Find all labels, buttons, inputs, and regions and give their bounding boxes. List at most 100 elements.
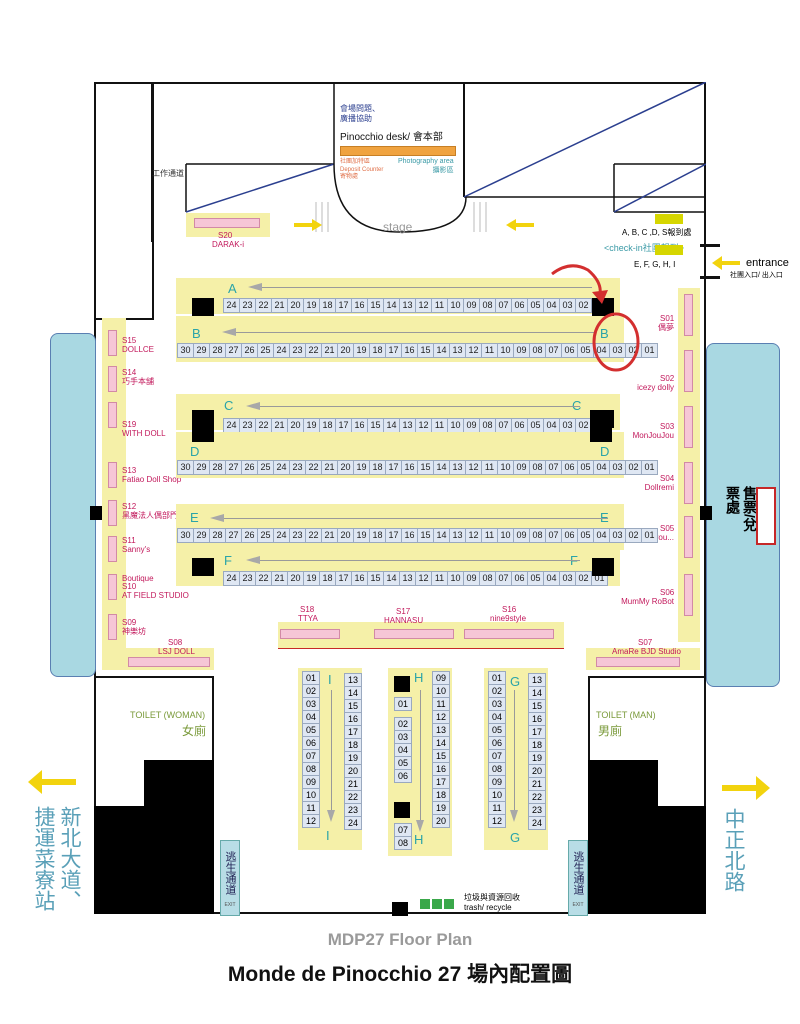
booth-F19[interactable]: 19 bbox=[303, 571, 320, 586]
booth-H04[interactable]: 04 bbox=[394, 743, 412, 757]
booth-G18[interactable]: 18 bbox=[528, 738, 546, 752]
booth-E25[interactable]: 25 bbox=[257, 528, 274, 543]
booth-D28[interactable]: 28 bbox=[209, 460, 226, 475]
booth-A15[interactable]: 15 bbox=[367, 298, 384, 313]
booth-G04[interactable]: 04 bbox=[488, 710, 506, 724]
booth-I21[interactable]: 21 bbox=[344, 777, 362, 791]
booth-D27[interactable]: 27 bbox=[225, 460, 242, 475]
booth-H18[interactable]: 18 bbox=[432, 788, 450, 802]
booth-C11[interactable]: 11 bbox=[431, 418, 448, 433]
booth-C10[interactable]: 10 bbox=[447, 418, 464, 433]
booth-D17[interactable]: 17 bbox=[385, 460, 402, 475]
booth-E12[interactable]: 12 bbox=[465, 528, 482, 543]
booth-B11[interactable]: 11 bbox=[481, 343, 498, 358]
booth-D13[interactable]: 13 bbox=[449, 460, 466, 475]
booth-B15[interactable]: 15 bbox=[417, 343, 434, 358]
booth-C13[interactable]: 13 bbox=[399, 418, 416, 433]
booth-B09[interactable]: 09 bbox=[513, 343, 530, 358]
booth-D01[interactable]: 01 bbox=[641, 460, 658, 475]
booth-D22[interactable]: 22 bbox=[305, 460, 322, 475]
booth-F20[interactable]: 20 bbox=[287, 571, 304, 586]
booth-B01[interactable]: 01 bbox=[641, 343, 658, 358]
booth-D19[interactable]: 19 bbox=[353, 460, 370, 475]
booth-F11[interactable]: 11 bbox=[431, 571, 448, 586]
booth-I03[interactable]: 03 bbox=[302, 697, 320, 711]
booth-G05[interactable]: 05 bbox=[488, 723, 506, 737]
booth-G03[interactable]: 03 bbox=[488, 697, 506, 711]
booth-F08[interactable]: 08 bbox=[479, 571, 496, 586]
booth-I14[interactable]: 14 bbox=[344, 686, 362, 700]
booth-E28[interactable]: 28 bbox=[209, 528, 226, 543]
booth-D05[interactable]: 05 bbox=[577, 460, 594, 475]
booth-F02[interactable]: 02 bbox=[575, 571, 592, 586]
booth-B23[interactable]: 23 bbox=[289, 343, 306, 358]
booth-D23[interactable]: 23 bbox=[289, 460, 306, 475]
booth-E11[interactable]: 11 bbox=[481, 528, 498, 543]
booth-A24[interactable]: 24 bbox=[223, 298, 240, 313]
booth-C18[interactable]: 18 bbox=[319, 418, 336, 433]
booth-A19[interactable]: 19 bbox=[303, 298, 320, 313]
booth-F16[interactable]: 16 bbox=[351, 571, 368, 586]
booth-H06[interactable]: 06 bbox=[394, 769, 412, 783]
booth-I18[interactable]: 18 bbox=[344, 738, 362, 752]
booth-D20[interactable]: 20 bbox=[337, 460, 354, 475]
booth-E29[interactable]: 29 bbox=[193, 528, 210, 543]
booth-G06[interactable]: 06 bbox=[488, 736, 506, 750]
booth-G08[interactable]: 08 bbox=[488, 762, 506, 776]
booth-I16[interactable]: 16 bbox=[344, 712, 362, 726]
booth-G17[interactable]: 17 bbox=[528, 725, 546, 739]
booth-A10[interactable]: 10 bbox=[447, 298, 464, 313]
booth-D03[interactable]: 03 bbox=[609, 460, 626, 475]
booth-F09[interactable]: 09 bbox=[463, 571, 480, 586]
booth-I09[interactable]: 09 bbox=[302, 775, 320, 789]
booth-H12[interactable]: 12 bbox=[432, 710, 450, 724]
booth-C16[interactable]: 16 bbox=[351, 418, 368, 433]
booth-C24[interactable]: 24 bbox=[223, 418, 240, 433]
booth-E06[interactable]: 06 bbox=[561, 528, 578, 543]
booth-E03[interactable]: 03 bbox=[609, 528, 626, 543]
booth-A23[interactable]: 23 bbox=[239, 298, 256, 313]
booth-I13[interactable]: 13 bbox=[344, 673, 362, 687]
booth-I22[interactable]: 22 bbox=[344, 790, 362, 804]
booth-D16[interactable]: 16 bbox=[401, 460, 418, 475]
booth-A20[interactable]: 20 bbox=[287, 298, 304, 313]
booth-E23[interactable]: 23 bbox=[289, 528, 306, 543]
booth-C12[interactable]: 12 bbox=[415, 418, 432, 433]
booth-G09[interactable]: 09 bbox=[488, 775, 506, 789]
booth-B18[interactable]: 18 bbox=[369, 343, 386, 358]
booth-I15[interactable]: 15 bbox=[344, 699, 362, 713]
booth-I04[interactable]: 04 bbox=[302, 710, 320, 724]
booth-C03[interactable]: 03 bbox=[559, 418, 576, 433]
booth-G10[interactable]: 10 bbox=[488, 788, 506, 802]
booth-E20[interactable]: 20 bbox=[337, 528, 354, 543]
booth-A08[interactable]: 08 bbox=[479, 298, 496, 313]
booth-B17[interactable]: 17 bbox=[385, 343, 402, 358]
booth-G15[interactable]: 15 bbox=[528, 699, 546, 713]
booth-H16[interactable]: 16 bbox=[432, 762, 450, 776]
booth-A18[interactable]: 18 bbox=[319, 298, 336, 313]
booth-H10[interactable]: 10 bbox=[432, 684, 450, 698]
booth-A22[interactable]: 22 bbox=[255, 298, 272, 313]
booth-F21[interactable]: 21 bbox=[271, 571, 288, 586]
booth-C19[interactable]: 19 bbox=[303, 418, 320, 433]
booth-B14[interactable]: 14 bbox=[433, 343, 450, 358]
booth-G07[interactable]: 07 bbox=[488, 749, 506, 763]
booth-C06[interactable]: 06 bbox=[511, 418, 528, 433]
booth-D18[interactable]: 18 bbox=[369, 460, 386, 475]
booth-G16[interactable]: 16 bbox=[528, 712, 546, 726]
booth-H09[interactable]: 09 bbox=[432, 671, 450, 685]
booth-B27[interactable]: 27 bbox=[225, 343, 242, 358]
booth-F24[interactable]: 24 bbox=[223, 571, 240, 586]
booth-C09[interactable]: 09 bbox=[463, 418, 480, 433]
booth-D14[interactable]: 14 bbox=[433, 460, 450, 475]
booth-D21[interactable]: 21 bbox=[321, 460, 338, 475]
booth-G13[interactable]: 13 bbox=[528, 673, 546, 687]
booth-C17[interactable]: 17 bbox=[335, 418, 352, 433]
booth-D15[interactable]: 15 bbox=[417, 460, 434, 475]
booth-E24[interactable]: 24 bbox=[273, 528, 290, 543]
booth-G23[interactable]: 23 bbox=[528, 803, 546, 817]
booth-E16[interactable]: 16 bbox=[401, 528, 418, 543]
booth-B22[interactable]: 22 bbox=[305, 343, 322, 358]
booth-H19[interactable]: 19 bbox=[432, 801, 450, 815]
booth-E27[interactable]: 27 bbox=[225, 528, 242, 543]
